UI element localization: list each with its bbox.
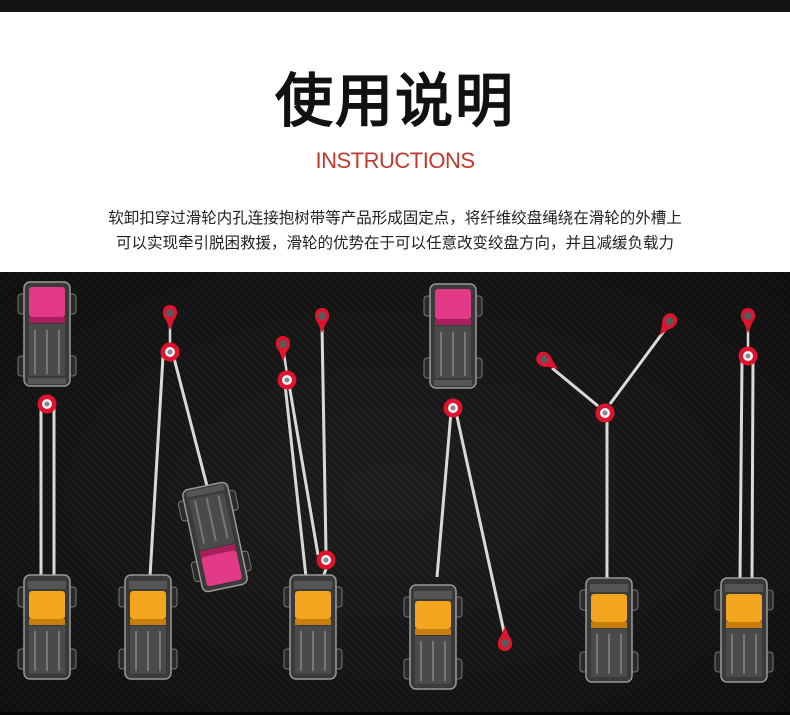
winch-vehicle-yellow [118, 574, 178, 680]
diagram-triple-line-pull [275, 308, 343, 680]
winch-vehicle-yellow [283, 574, 343, 680]
top-bar [0, 0, 790, 12]
winch-vehicle-yellow [579, 577, 639, 683]
winch-vehicle-yellow [403, 584, 463, 690]
pulley-icon [277, 370, 297, 390]
winch-vehicle-yellow [17, 574, 77, 680]
pulley-icon [160, 342, 180, 362]
diagram-vehicle-anchor-redirect [403, 283, 513, 690]
pulley-icon [316, 550, 336, 570]
page-subtitle: INSTRUCTIONS [315, 148, 476, 173]
diagram-direct-double-line-pull [17, 281, 77, 680]
stuck-vehicle-pink [17, 281, 77, 387]
description-line-2: 可以实现牵引脱困救援，滑轮的优势在于可以任意改变绞盘方向，并且减缓负载力 [115, 234, 674, 252]
diagram-anchor-double-line-pull [714, 308, 774, 683]
diagram-canvas [0, 272, 790, 715]
diagram-redirected-pull-via-anchor [118, 305, 256, 680]
winch-vehicle-yellow [714, 577, 774, 683]
pulley-icon [37, 394, 57, 414]
bottom-border [0, 712, 790, 715]
description-line-1: 软卸扣穿过滑轮内孔连接抱树带等产品形成固定点，将纤维绞盘绳绕在滑轮的外槽上 [108, 209, 682, 227]
diagram-y-anchor-pull [533, 310, 680, 683]
anchor-vehicle-pink [423, 283, 483, 389]
description: 软卸扣穿过滑轮内孔连接抱树带等产品形成固定点，将纤维绞盘绳绕在滑轮的外槽上 可以… [0, 206, 790, 256]
diagram-panel [0, 272, 790, 715]
page-title: 使用说明 [274, 67, 515, 135]
pulley-icon [595, 403, 615, 423]
pulley-icon [443, 398, 463, 418]
pulley-icon [738, 346, 758, 366]
